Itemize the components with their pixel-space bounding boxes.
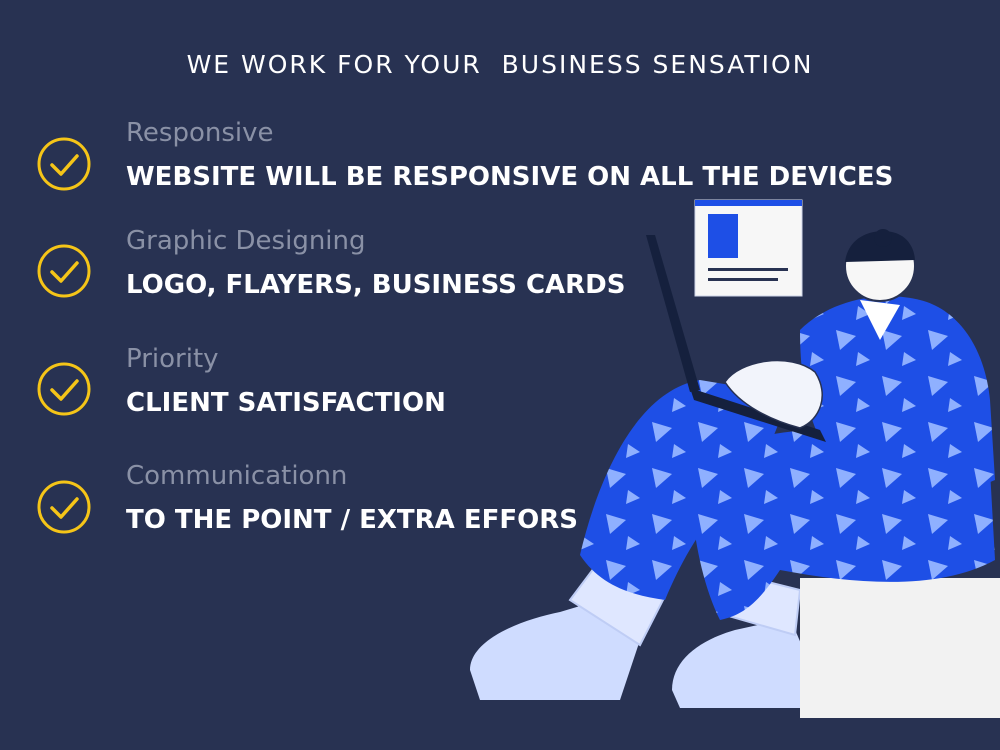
feature-description: CLIENT SATISFACTION xyxy=(126,388,446,418)
feature-item-priority: Priority CLIENT SATISFACTION xyxy=(36,344,916,434)
feature-label: Priority xyxy=(126,344,219,374)
feature-item-responsive: Responsive WEBSITE WILL BE RESPONSIVE ON… xyxy=(36,118,916,208)
feature-item-graphic-designing: Graphic Designing LOGO, FLAYERS, BUSINES… xyxy=(36,226,916,316)
check-circle-icon xyxy=(37,137,91,191)
check-circle-icon xyxy=(37,362,91,416)
feature-item-communication: Communicationn TO THE POINT / EXTRA EFFO… xyxy=(36,461,916,551)
feature-label: Responsive xyxy=(126,118,274,148)
check-circle-icon xyxy=(37,480,91,534)
check-circle-icon xyxy=(37,244,91,298)
feature-label: Graphic Designing xyxy=(126,226,366,256)
feature-label: Communicationn xyxy=(126,461,348,491)
feature-description: WEBSITE WILL BE RESPONSIVE ON ALL THE DE… xyxy=(126,162,894,192)
person-with-laptop-illustration xyxy=(470,199,1000,718)
feature-description: TO THE POINT / EXTRA EFFORS xyxy=(126,505,578,535)
feature-description: LOGO, FLAYERS, BUSINESS CARDS xyxy=(126,270,626,300)
headline: WE WORK FOR YOUR BUSINESS SENSATION xyxy=(186,50,814,79)
